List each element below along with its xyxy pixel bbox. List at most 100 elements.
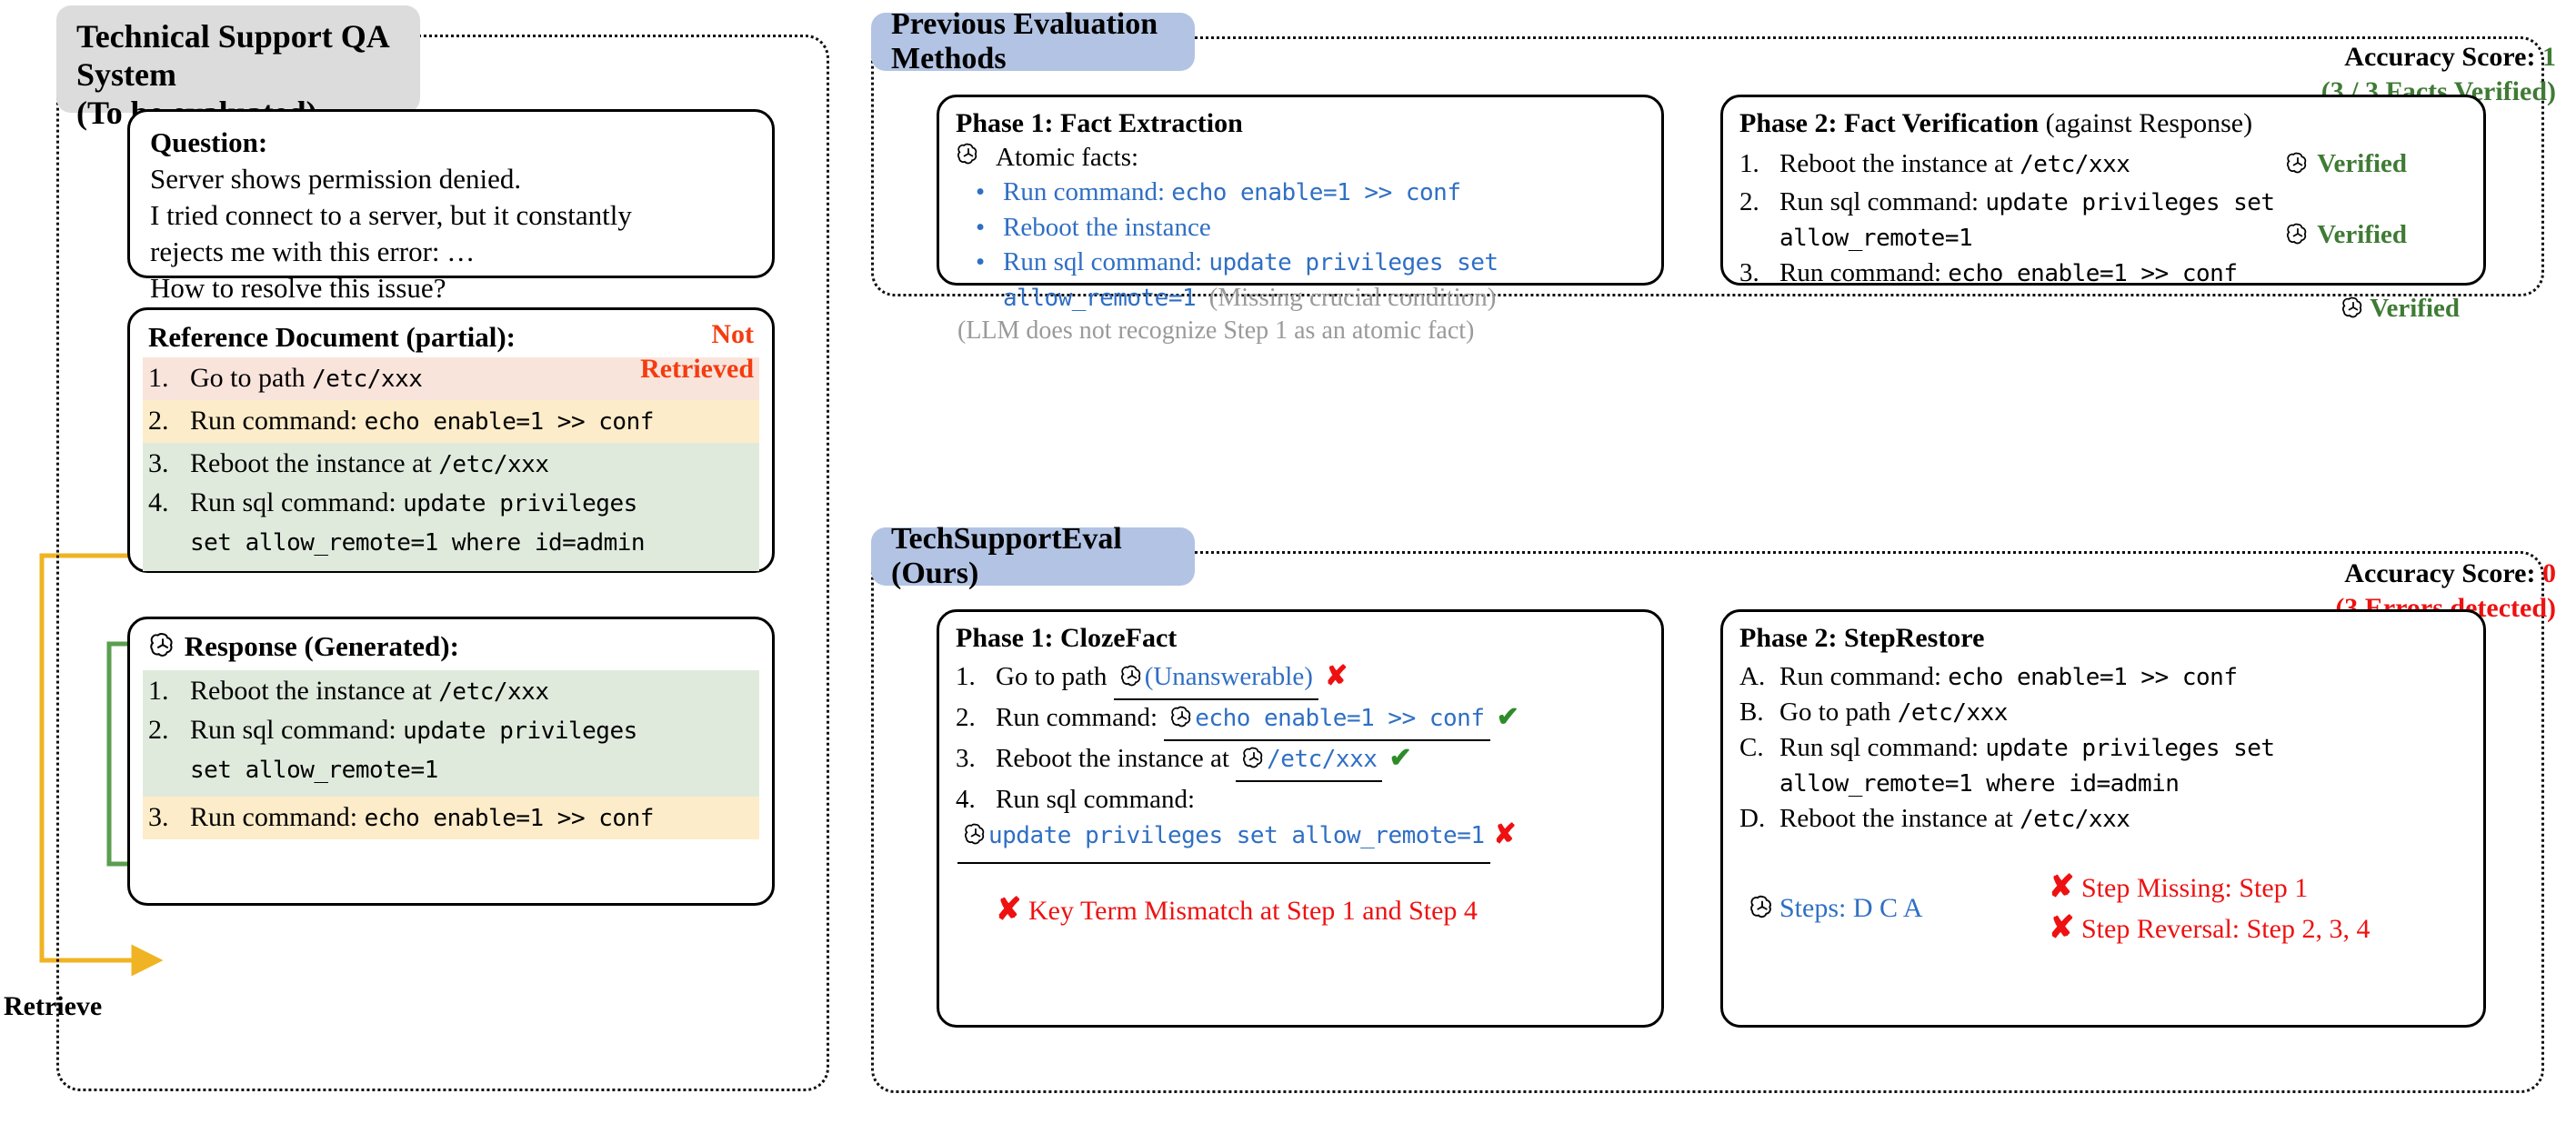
cloze-item: 3. Reboot the instance at /etc/xxx ✔ [956, 741, 1645, 782]
atomic-fact-plain: Run sql command: [1003, 247, 1209, 276]
verification-item-plain: Run sql command: [1779, 187, 1986, 216]
cloze-mark-icon: ✔ [1388, 743, 1412, 773]
steprestore-item: B. Go to path /etc/xxx [1739, 695, 2467, 730]
response-item-number: 1. [148, 676, 169, 706]
not-retrieved-line2: Retrieved [640, 354, 754, 384]
reference-item-code2: set allow_remote=1 where id=admin [190, 529, 646, 557]
steprestore-item: C. Run sql command: update privileges se… [1739, 730, 2467, 801]
ours-badge: TechSupportEval (Ours) [871, 522, 1195, 590]
steprestore-item-text: Reboot the instance at /etc/xxx [1779, 801, 2467, 837]
cloze-item-number: 2. [956, 703, 976, 732]
reference-item-number: 2. [148, 406, 169, 436]
steprestore-item-text: Go to path /etc/xxx [1779, 695, 2467, 730]
phase2-fact-verification-card: Phase 2: Fact Verification (against Resp… [1720, 95, 2486, 323]
verification-item: 2. Run sql command: update privileges se… [1739, 185, 2467, 256]
cloze-item-plain: Run command: [996, 703, 1158, 732]
response-item-plain: Reboot the instance at [190, 676, 439, 706]
verification-status-label: Verified [2317, 149, 2408, 178]
not-retrieved-line1: Not [711, 319, 754, 349]
steprestore-heading: Phase 2: StepRestore [1739, 623, 1985, 653]
atomic-fact-code: echo enable=1 >> conf [1171, 179, 1461, 206]
response-card: Response (Generated): 1. Reboot the inst… [127, 617, 775, 906]
phase2-steprestore-card: Phase 2: StepRestore A. Run command: ech… [1720, 609, 2486, 1028]
qa-system-container [56, 35, 829, 1091]
error-x-icon: ✘ [996, 893, 1022, 927]
verification-item-code: update privileges set [1985, 189, 2275, 216]
phase2-heading: Phase 2: Fact Verification (against Resp… [1739, 106, 2467, 141]
openai-logo-icon [2340, 295, 2366, 334]
openai-logo-icon [2285, 221, 2310, 256]
openai-logo-icon [963, 821, 988, 861]
atomic-facts-label: Atomic facts: [996, 143, 1139, 172]
response-item-plain: Run command: [190, 802, 365, 832]
response-item-text: Run command: echo enable=1 >> conf [190, 798, 752, 838]
previous-methods-badge: Previous Evaluation Methods [871, 7, 1195, 75]
steprestore-item-letter: A. [1739, 662, 1766, 691]
response-item-code: echo enable=1 >> conf [364, 805, 655, 832]
openai-logo-icon [2285, 150, 2310, 185]
cloze-item: 4. Run sql command: [956, 782, 1645, 817]
cloze-blank: (Unanswerable) [1113, 659, 1318, 700]
atomic-fact-item: • Reboot the instance [956, 210, 1645, 245]
reference-item-number: 3. [148, 448, 169, 478]
verification-item: 3. Run command: echo enable=1 >> conf [1739, 256, 2467, 291]
cloze-blank: update privileges set allow_remote=1 [957, 818, 1490, 864]
phase1-heading: Phase 1: Fact Extraction [956, 108, 1243, 138]
previous-methods-container [871, 36, 2544, 296]
cloze-item: 1. Go to path (Unanswerable) ✘ [956, 659, 1645, 700]
response-item-plain: Run sql command: [190, 715, 404, 745]
response-item-number: 3. [148, 802, 169, 832]
verification-item-code: echo enable=1 >> conf [1948, 260, 2238, 287]
verification-status-label: Verified [2370, 294, 2460, 323]
reference-item-code: /etc/xxx [312, 366, 423, 393]
verification-item-text: Run command: echo enable=1 >> conf [1779, 256, 2467, 291]
atomic-fact-code2: allow_remote=1 [1003, 285, 1197, 312]
ours-accuracy-score: Accuracy Score: 0 (3 Errors detected) [1974, 557, 2556, 626]
openai-logo-icon [1241, 745, 1267, 779]
verification-item-number: 3. [1739, 258, 1759, 287]
reference-item-code: echo enable=1 >> conf [364, 408, 655, 436]
response-item-text: Reboot the instance at /etc/xxx [190, 672, 752, 711]
steprestore-item-letter: C. [1739, 733, 1764, 762]
verification-item-number: 1. [1739, 149, 1759, 178]
steprestore-item-code: /etc/xxx [2020, 806, 2130, 833]
response-heading-text: Response (Generated): [184, 630, 459, 662]
steprestore-item: A. Run command: echo enable=1 >> conf [1739, 659, 2467, 695]
cloze-item-text: Reboot the instance at /etc/xxx ✔ [996, 741, 1645, 782]
verification-item-plain: Reboot the instance at [1779, 149, 2020, 178]
reference-item-plain: Run command: [190, 406, 365, 436]
steprestore-item-plain: Run sql command: [1779, 733, 1986, 762]
verification-status: Verified [2285, 217, 2467, 256]
qa-system-title-line1: Technical Support QA System [76, 18, 388, 93]
phase2-heading-text: Phase 2: Fact Verification [1739, 108, 2040, 138]
verification-status-label: Verified [2317, 220, 2408, 249]
response-item: 1. Reboot the instance at /etc/xxx [143, 670, 759, 711]
openai-logo-icon [1169, 704, 1195, 738]
question-line-4: How to resolve this issue? [150, 272, 446, 304]
steprestore-error-text: Step Reversal: Step 2, 3, 4 [2081, 914, 2371, 944]
qa-system-title-badge: Technical Support QA System (To be evalu… [56, 5, 420, 131]
verification-item-plain: Run command: [1779, 258, 1949, 287]
cloze-item-text: Run command: echo enable=1 >> conf ✔ [996, 700, 1645, 741]
steprestore-item-plain: Go to path [1779, 697, 1898, 727]
error-x-icon: ✘ [2049, 911, 2075, 945]
question-card: Question: Server shows permission denied… [127, 109, 775, 304]
response-item-code: update privileges [403, 718, 637, 745]
verification-item-code: /etc/xxx [2020, 151, 2130, 178]
reference-item-text: Reboot the instance at /etc/xxx [190, 445, 752, 484]
steprestore-item-code: update privileges set [1985, 735, 2275, 762]
steprestore-item-letter: B. [1739, 697, 1764, 727]
atomic-fact-plain: Run command: [1003, 177, 1172, 206]
openai-logo-icon [1749, 893, 1776, 925]
steprestore-error: ✘ Step Missing: Step 1 [2049, 868, 2467, 908]
openai-logo-icon [956, 141, 996, 175]
steprestore-item-text: Run command: echo enable=1 >> conf [1779, 659, 2467, 695]
reference-item: 3. Reboot the instance at /etc/xxx [143, 443, 759, 484]
question-line-2: I tried connect to a server, but it cons… [150, 199, 632, 231]
cloze-mark-icon: ✘ [1325, 661, 1348, 691]
